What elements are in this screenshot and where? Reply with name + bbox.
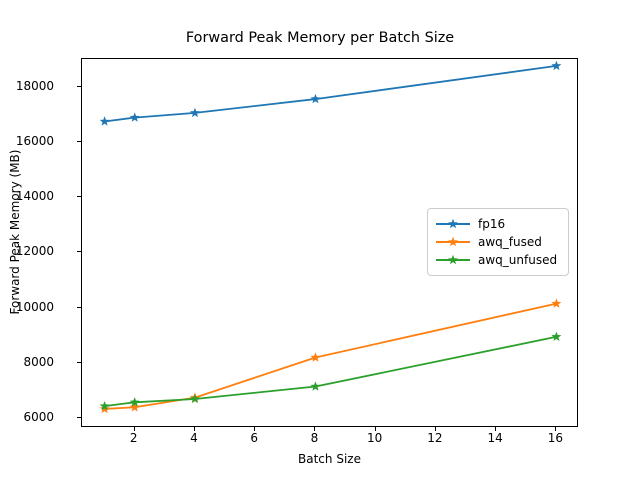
y-tick-label: 18000 xyxy=(15,78,54,93)
x-tick-label: 8 xyxy=(310,431,319,445)
x-tick-label: 4 xyxy=(190,431,198,445)
x-tick-mark xyxy=(254,427,256,431)
y-tick-mark xyxy=(77,417,81,419)
legend-label: fp16 xyxy=(478,217,506,231)
y-tick-mark xyxy=(77,196,81,198)
series-marker-fp16 xyxy=(99,116,110,126)
legend-swatch-icon xyxy=(434,235,472,249)
series-marker-fp16 xyxy=(190,107,200,118)
legend-entry-awq_unfused[interactable]: awq_unfused xyxy=(434,251,560,269)
x-tick-mark xyxy=(374,427,376,431)
series-marker-awq_unfused xyxy=(190,393,200,404)
x-tick-label: 6 xyxy=(250,431,258,445)
y-tick-mark xyxy=(77,362,81,364)
x-tick-mark xyxy=(495,427,497,431)
plot-lines xyxy=(99,60,562,414)
chart-title: Forward Peak Memory per Batch Size xyxy=(185,30,455,46)
series-line-awq_unfused xyxy=(103,335,558,408)
y-tick-label: 8000 xyxy=(23,355,54,370)
x-tick-label: 14 xyxy=(487,431,503,445)
y-tick-label: 12000 xyxy=(15,244,54,259)
legend-label: awq_unfused xyxy=(478,253,558,267)
y-tick-mark xyxy=(77,251,81,253)
series-marker-awq_fused xyxy=(310,352,321,362)
series-marker-awq_unfused xyxy=(551,331,562,341)
y-tick-label: 10000 xyxy=(15,299,54,314)
legend-swatch-icon xyxy=(434,253,472,267)
series-marker-awq_fused xyxy=(99,403,110,414)
legend-entry-fp16[interactable]: fp16 xyxy=(434,215,560,233)
series-line-fp16 xyxy=(103,65,558,123)
y-tick-mark xyxy=(77,306,81,308)
chart-legend: fp16 awq_fused awq_unfused xyxy=(427,208,569,276)
series-marker-awq_unfused xyxy=(99,400,110,411)
series-marker-awq_unfused xyxy=(129,397,140,407)
x-tick-mark xyxy=(193,427,195,431)
x-axis-label: Batch Size xyxy=(298,452,361,466)
series-line-awq_fused xyxy=(103,302,558,410)
x-tick-label: 16 xyxy=(547,431,564,445)
legend-swatch-icon xyxy=(434,217,472,231)
series-marker-awq_fused xyxy=(551,298,562,308)
y-tick-label: 14000 xyxy=(15,189,54,204)
x-tick-mark xyxy=(434,427,436,431)
x-tick-label: 10 xyxy=(367,431,383,445)
y-tick-label: 16000 xyxy=(15,133,54,148)
series-marker-awq_unfused xyxy=(310,381,321,391)
x-tick-label: 12 xyxy=(427,431,443,445)
y-tick-mark xyxy=(77,85,81,87)
series-marker-fp16 xyxy=(551,60,562,71)
legend-label: awq_fused xyxy=(478,235,542,249)
series-marker-fp16 xyxy=(129,112,140,122)
y-tick-mark xyxy=(77,140,81,142)
x-tick-mark xyxy=(314,427,316,431)
x-tick-mark xyxy=(133,427,135,431)
legend-entry-awq_fused[interactable]: awq_fused xyxy=(434,233,560,251)
x-tick-label: 2 xyxy=(129,431,138,445)
series-marker-fp16 xyxy=(310,93,321,104)
y-tick-label: 6000 xyxy=(23,410,54,425)
x-tick-mark xyxy=(555,427,557,431)
series-marker-awq_fused xyxy=(129,402,140,412)
